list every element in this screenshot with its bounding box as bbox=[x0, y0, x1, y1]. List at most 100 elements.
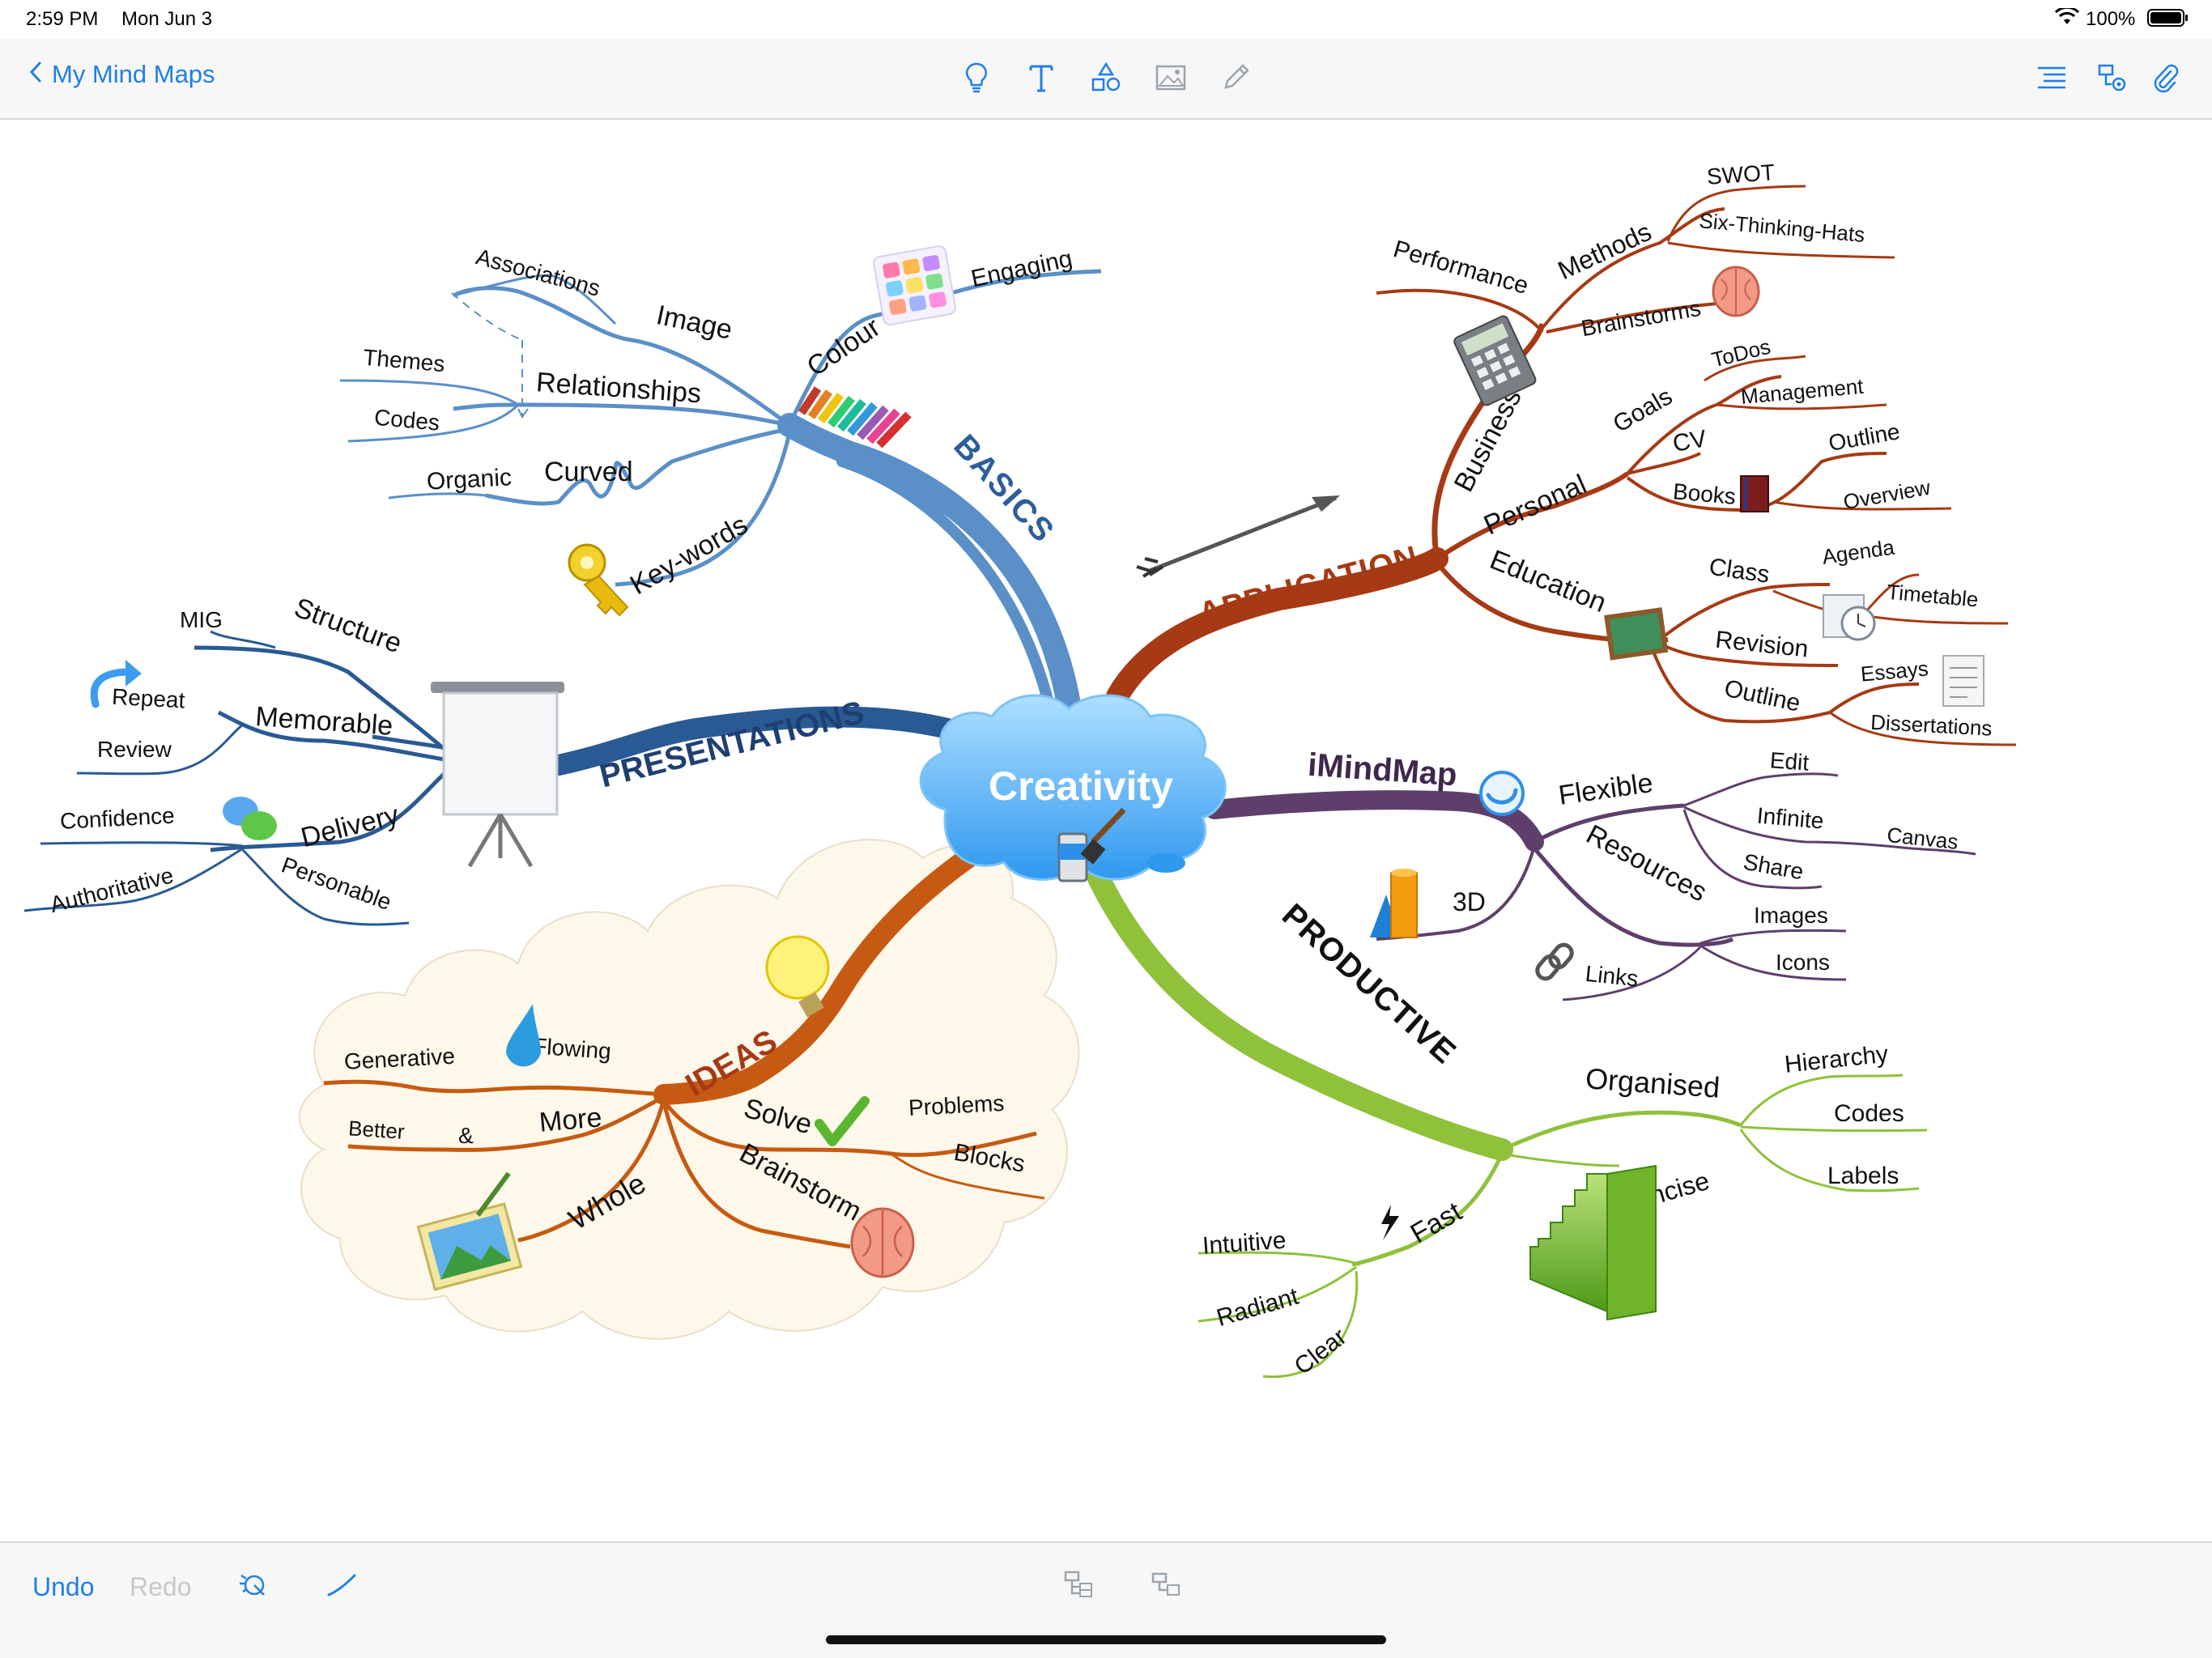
node-edit[interactable]: Edit bbox=[1769, 747, 1810, 775]
node-confidence[interactable]: Confidence bbox=[59, 803, 175, 834]
node-infinite[interactable]: Infinite bbox=[1756, 803, 1825, 834]
settings-icon[interactable] bbox=[2094, 58, 2133, 97]
node-productive[interactable]: PRODUCTIVE bbox=[1275, 897, 1463, 1071]
undo-button[interactable]: Undo bbox=[32, 1572, 95, 1601]
node-colour[interactable]: Colour bbox=[802, 312, 886, 383]
central-topic-label[interactable]: Creativity bbox=[989, 763, 1173, 809]
node-brainstorms[interactable]: Brainstorms bbox=[1579, 295, 1702, 341]
node-associations[interactable]: Associations bbox=[474, 244, 603, 301]
node-six-thinking-hats[interactable]: Six-Thinking-Hats bbox=[1698, 208, 1865, 247]
calendar-clock-icon bbox=[1823, 594, 1876, 641]
node-relationships[interactable]: Relationships bbox=[535, 367, 702, 409]
node-image[interactable]: Image bbox=[653, 300, 734, 346]
node-icons[interactable]: Icons bbox=[1776, 950, 1830, 975]
back-button[interactable]: My Mind Maps bbox=[29, 60, 215, 89]
node-review[interactable]: Review bbox=[97, 737, 172, 762]
central-topic[interactable]: Creativity bbox=[919, 694, 1227, 881]
branch-productive[interactable] bbox=[1082, 855, 1928, 1379]
quick-entry-icon[interactable] bbox=[236, 1567, 272, 1609]
node-imindmap[interactable]: iMindMap bbox=[1307, 747, 1458, 793]
node-codes-productive[interactable]: Codes bbox=[1834, 1100, 1904, 1127]
node-share[interactable]: Share bbox=[1742, 849, 1806, 885]
projector-screen-icon bbox=[431, 682, 564, 868]
branch-ideas[interactable] bbox=[323, 823, 1045, 1249]
node-todos[interactable]: ToDos bbox=[1709, 334, 1773, 372]
colored-pencils-icon bbox=[798, 386, 912, 449]
pencil-icon[interactable] bbox=[1216, 58, 1255, 97]
node-ampersand[interactable]: & bbox=[458, 1123, 474, 1148]
status-bar: 2:59 PM Mon Jun 3 100% bbox=[0, 0, 2212, 39]
brain-ideas-icon bbox=[850, 1207, 915, 1278]
book-icon bbox=[1740, 475, 1769, 512]
node-repeat[interactable]: Repeat bbox=[111, 684, 185, 713]
imindmap-logo-icon bbox=[1479, 771, 1525, 816]
node-key-words[interactable]: Key-words bbox=[625, 509, 753, 601]
node-structure[interactable]: Structure bbox=[290, 592, 406, 659]
branch-imindmap[interactable] bbox=[1205, 772, 1976, 1001]
node-swot[interactable]: SWOT bbox=[1706, 159, 1776, 189]
node-personable[interactable]: Personable bbox=[279, 852, 395, 915]
node-intuitive[interactable]: Intuitive bbox=[1202, 1227, 1287, 1260]
node-education[interactable]: Education bbox=[1486, 544, 1610, 619]
shapes-icon[interactable] bbox=[1087, 58, 1125, 97]
node-hierarchy[interactable]: Hierarchy bbox=[1784, 1041, 1890, 1078]
node-images[interactable]: Images bbox=[1754, 903, 1828, 928]
node-basics[interactable]: BASICS bbox=[946, 428, 1061, 551]
lightbulb-icon[interactable] bbox=[957, 58, 996, 97]
node-class[interactable]: Class bbox=[1708, 554, 1772, 589]
node-books[interactable]: Books bbox=[1672, 478, 1737, 509]
node-revision[interactable]: Revision bbox=[1714, 627, 1810, 663]
repeat-arrow-icon bbox=[90, 660, 142, 708]
bar-chart-icon bbox=[1529, 1164, 1657, 1321]
node-3d[interactable]: 3D bbox=[1453, 887, 1486, 916]
text-icon[interactable] bbox=[1022, 58, 1061, 97]
image-icon[interactable] bbox=[1151, 58, 1190, 97]
3d-shapes-icon bbox=[1370, 869, 1418, 938]
node-flowing[interactable]: Flowing bbox=[532, 1033, 611, 1064]
branch-presentations[interactable] bbox=[23, 630, 974, 926]
mind-map[interactable]: BASICS Image Associations Relationships … bbox=[0, 120, 2212, 1541]
node-links[interactable]: Links bbox=[1585, 961, 1640, 992]
branch-basics[interactable] bbox=[339, 269, 1102, 718]
node-curved[interactable]: Curved bbox=[544, 457, 633, 487]
redo-button[interactable]: Redo bbox=[130, 1572, 192, 1601]
node-cv[interactable]: CV bbox=[1671, 425, 1709, 457]
node-labels[interactable]: Labels bbox=[1827, 1163, 1899, 1189]
node-authoritative[interactable]: Authoritative bbox=[48, 862, 177, 917]
expand-branches-icon[interactable] bbox=[1061, 1567, 1096, 1609]
chevron-left-icon bbox=[29, 60, 42, 89]
node-more[interactable]: More bbox=[538, 1102, 602, 1138]
collapse-branches-icon[interactable] bbox=[1148, 1567, 1184, 1609]
node-canvas[interactable]: Canvas bbox=[1886, 823, 1959, 854]
node-generative[interactable]: Generative bbox=[343, 1044, 455, 1074]
node-clear[interactable]: Clear bbox=[1290, 1324, 1352, 1380]
attachment-icon[interactable] bbox=[2146, 58, 2184, 97]
outline-list-icon[interactable] bbox=[2032, 58, 2071, 97]
key-icon bbox=[568, 543, 629, 617]
node-goals[interactable]: Goals bbox=[1609, 383, 1677, 438]
branch-draw-icon[interactable] bbox=[324, 1567, 359, 1609]
navigation-bar: My Mind Maps bbox=[0, 39, 2212, 120]
mind-map-canvas[interactable]: BASICS Image Associations Relationships … bbox=[0, 120, 2212, 1541]
node-outline-personal[interactable]: Outline bbox=[1827, 419, 1902, 456]
node-mig[interactable]: MIG bbox=[180, 607, 223, 632]
node-essays[interactable]: Essays bbox=[1860, 656, 1929, 686]
node-flexible[interactable]: Flexible bbox=[1557, 767, 1655, 811]
lightbulb-idea-icon bbox=[765, 935, 830, 1018]
node-themes[interactable]: Themes bbox=[362, 345, 445, 377]
node-agenda[interactable]: Agenda bbox=[1821, 535, 1896, 569]
node-personal[interactable]: Personal bbox=[1479, 469, 1591, 541]
node-organised[interactable]: Organised bbox=[1585, 1061, 1721, 1103]
node-timetable[interactable]: Timetable bbox=[1886, 580, 1979, 612]
status-date: Mon Jun 3 bbox=[121, 8, 213, 30]
photo-icon bbox=[416, 1171, 523, 1291]
node-codes-basics[interactable]: Codes bbox=[373, 405, 440, 436]
node-problems[interactable]: Problems bbox=[908, 1090, 1005, 1120]
node-outline-education[interactable]: Outline bbox=[1722, 675, 1803, 717]
node-delivery[interactable]: Delivery bbox=[298, 800, 402, 854]
node-engaging[interactable]: Engaging bbox=[968, 245, 1074, 293]
node-organic[interactable]: Organic bbox=[426, 464, 513, 495]
node-better[interactable]: Better bbox=[347, 1116, 406, 1144]
node-management[interactable]: Management bbox=[1740, 374, 1865, 409]
node-radiant[interactable]: Radiant bbox=[1214, 1283, 1302, 1332]
